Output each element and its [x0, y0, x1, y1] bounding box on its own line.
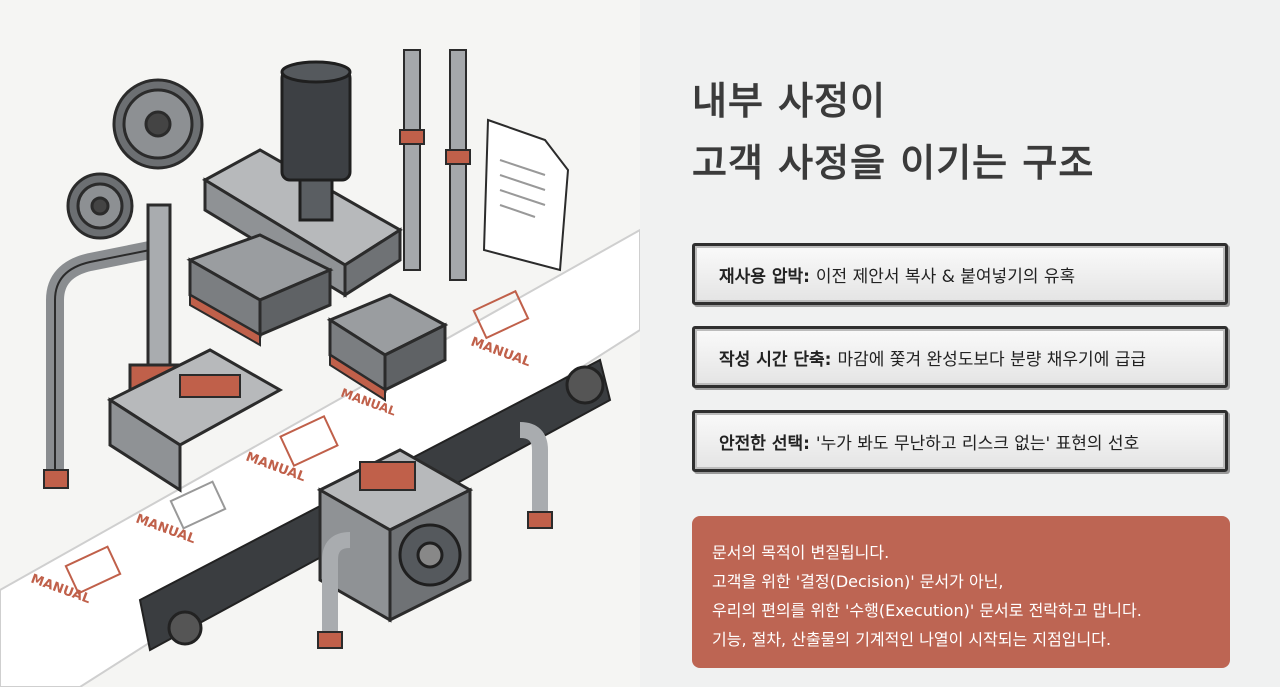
reason-card-time: 작성 시간 단축: 마감에 쫓겨 완성도보다 분량 채우기에 급급 — [692, 326, 1228, 388]
content-panel: 내부 사정이 고객 사정을 이기는 구조 재사용 압박: 이전 제안서 복사 &… — [640, 0, 1280, 687]
title-line-1: 내부 사정이 — [692, 79, 887, 123]
conclusion-line-2: 고객을 위한 '결정(Decision)' 문서가 아닌, — [712, 572, 1004, 591]
machine-svg: MANUAL MANUAL MANUAL MANUAL MANUAL — [0, 49, 640, 687]
conclusion-line-3: 우리의 편의를 위한 '수행(Execution)' 문서로 전락하고 맙니다. — [712, 601, 1142, 620]
reason-text: '누가 봐도 무난하고 리스크 없는' 표현의 선호 — [815, 433, 1140, 454]
conclusion-line-4: 기능, 절차, 산출물의 기계적인 나열이 시작되는 지점입니다. — [712, 630, 1112, 649]
gearbox-gear-icon — [398, 523, 462, 587]
page-title: 내부 사정이 고객 사정을 이기는 구조 — [692, 70, 1094, 194]
illustration-press-machine: MANUAL MANUAL MANUAL MANUAL MANUAL — [0, 49, 640, 687]
reason-card-safe: 안전한 선택: '누가 봐도 무난하고 리스크 없는' 표현의 선호 — [692, 410, 1228, 472]
press-ram — [280, 68, 352, 182]
conclusion-line-1: 문서의 목적이 변질됩니다. — [712, 543, 890, 562]
reason-label: 재사용 압박: — [719, 266, 810, 287]
gear-large-icon — [112, 78, 204, 170]
reason-text: 이전 제안서 복사 & 붙여넣기의 유혹 — [815, 266, 1076, 287]
reason-text: 마감에 쫓겨 완성도보다 분량 채우기에 급급 — [837, 349, 1147, 370]
document-icon — [482, 118, 570, 272]
title-line-2: 고객 사정을 이기는 구조 — [692, 141, 1095, 185]
conclusion-box: 문서의 목적이 변질됩니다. 고객을 위한 '결정(Decision)' 문서가… — [692, 516, 1230, 668]
reason-label: 안전한 선택: — [719, 433, 810, 454]
reason-card-reuse: 재사용 압박: 이전 제안서 복사 & 붙여넣기의 유혹 — [692, 243, 1228, 305]
reason-label: 작성 시간 단축: — [719, 349, 832, 370]
gear-small-icon — [66, 172, 134, 240]
